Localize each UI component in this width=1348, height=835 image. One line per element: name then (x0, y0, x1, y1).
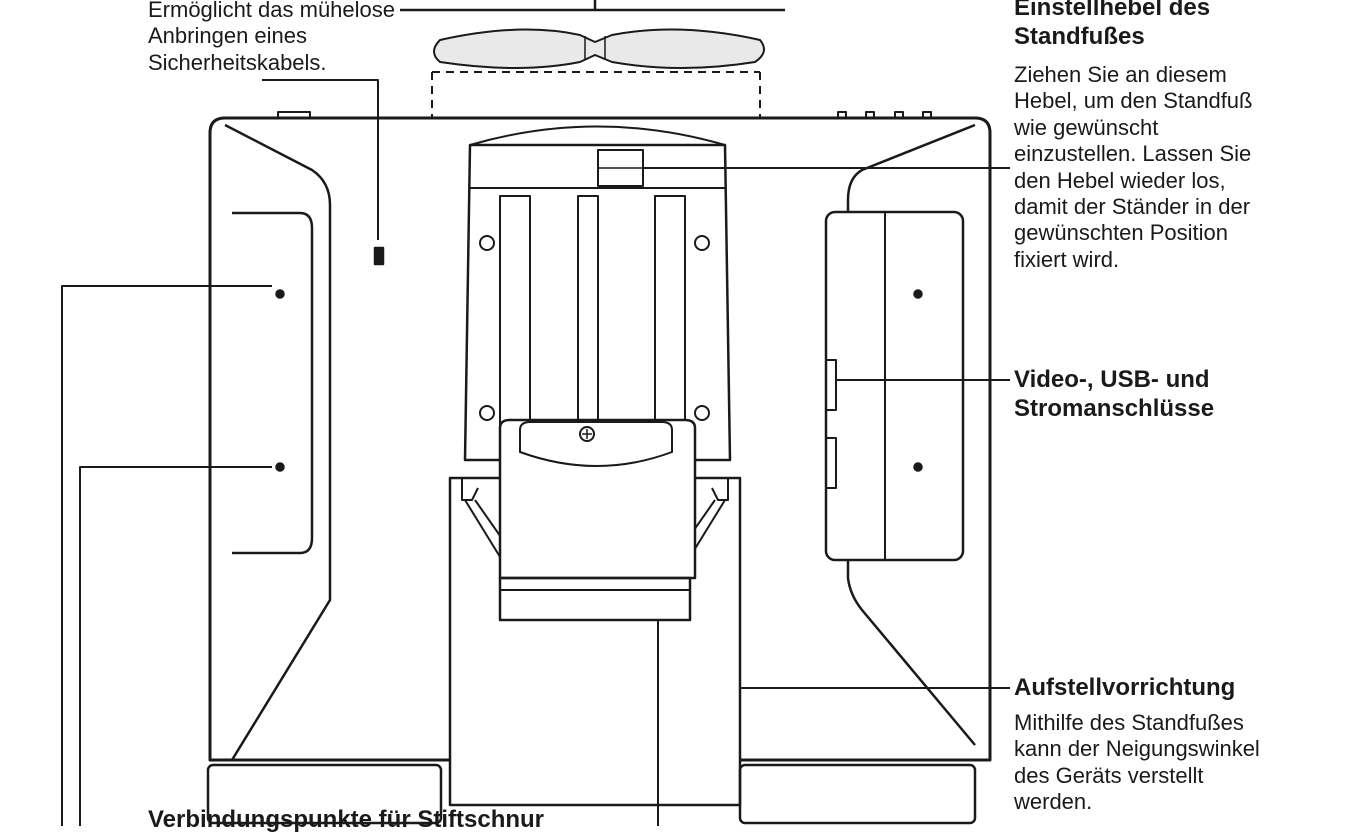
stand-description: Mithilfe des Standfußes kann der Neigung… (1014, 710, 1260, 815)
pen-tether-point-lower (275, 462, 285, 472)
stand-foot-block (498, 418, 697, 580)
left-recess (232, 211, 314, 555)
pen-tether-callout-line-upper (61, 285, 272, 826)
stand-screw-icon (579, 426, 595, 442)
stand-lever-description: Ziehen Sie an diesem Hebel, um den Stand… (1014, 62, 1253, 272)
center-mount-panel (463, 143, 732, 462)
left-foot (206, 763, 443, 825)
port-panel (824, 210, 965, 562)
security-slot-callout-line (262, 79, 379, 240)
pen-tether-callout-line-lower (79, 466, 272, 826)
stand-lever-title: Einstellhebel des Standfußes (1014, 0, 1211, 50)
security-slot-icon (373, 246, 385, 266)
stand-title: Aufstellvorrichtung (1014, 674, 1236, 701)
pen-tether-point-upper (275, 289, 285, 299)
pen-tether-title: Verbindungspunkte für Stiftschnur (148, 806, 545, 833)
right-foot (738, 763, 977, 825)
usb-port-icon (825, 437, 837, 489)
security-slot-description: Ermöglicht das mühelose Anbringen eines … (148, 0, 396, 75)
video-port-icon (825, 359, 837, 411)
left-body-contour (224, 123, 332, 761)
pen-tray-icon (433, 28, 765, 69)
right-body-contour (846, 123, 976, 746)
ports-title: Video-, USB- und Stromanschlüsse (1014, 366, 1215, 422)
